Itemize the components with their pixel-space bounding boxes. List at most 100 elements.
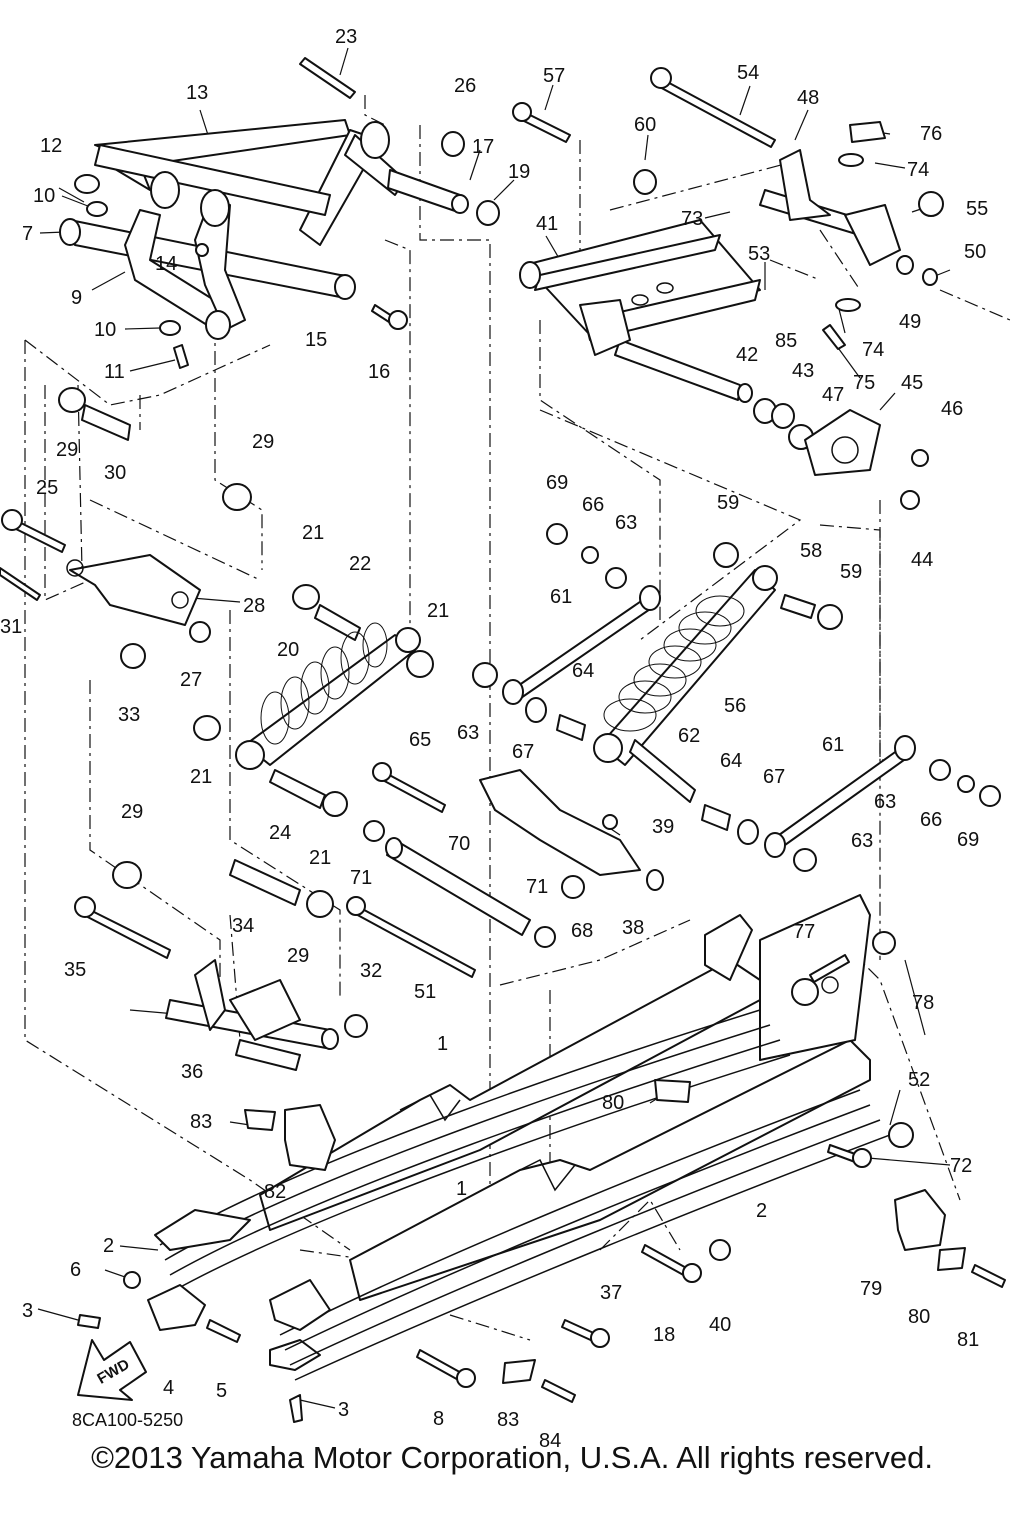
callout-28: 28 bbox=[243, 595, 265, 617]
rear-pivot-arm-assembly bbox=[59, 57, 500, 369]
callout-67: 67 bbox=[512, 741, 534, 763]
callout-42: 42 bbox=[736, 344, 758, 366]
callout-71: 71 bbox=[526, 876, 548, 898]
rear-arm-assembly bbox=[512, 67, 944, 510]
callout-56: 56 bbox=[724, 695, 746, 717]
callout-3: 3 bbox=[22, 1300, 33, 1322]
callout-10: 10 bbox=[33, 185, 55, 207]
callout-59: 59 bbox=[717, 492, 739, 514]
callout-32: 32 bbox=[360, 960, 382, 982]
callout-62: 62 bbox=[678, 725, 700, 747]
callout-65: 65 bbox=[409, 729, 431, 751]
callout-60: 60 bbox=[634, 114, 656, 136]
callout-41: 41 bbox=[536, 213, 558, 235]
callout-61: 61 bbox=[822, 734, 844, 756]
callout-21: 21 bbox=[427, 600, 449, 622]
callout-63: 63 bbox=[457, 722, 479, 744]
callout-70: 70 bbox=[448, 833, 470, 855]
callout-29: 29 bbox=[56, 439, 78, 461]
callout-24: 24 bbox=[269, 822, 291, 844]
callout-2: 2 bbox=[756, 1200, 767, 1222]
callout-63: 63 bbox=[615, 512, 637, 534]
callout-23: 23 bbox=[335, 26, 357, 48]
callout-19: 19 bbox=[508, 161, 530, 183]
callout-5: 5 bbox=[216, 1380, 227, 1402]
callout-66: 66 bbox=[920, 809, 942, 831]
rear-shock-absorber bbox=[346, 523, 1001, 978]
callout-35: 35 bbox=[64, 959, 86, 981]
callout-30: 30 bbox=[104, 462, 126, 484]
callout-69: 69 bbox=[546, 472, 568, 494]
callout-77: 77 bbox=[793, 921, 815, 943]
callout-44: 44 bbox=[911, 549, 933, 571]
callout-48: 48 bbox=[797, 87, 819, 109]
callout-31: 31 bbox=[0, 616, 22, 638]
callout-12: 12 bbox=[40, 135, 62, 157]
callout-76: 76 bbox=[920, 123, 942, 145]
callout-4: 4 bbox=[163, 1377, 174, 1399]
callout-21: 21 bbox=[190, 766, 212, 788]
callout-47: 47 bbox=[822, 384, 844, 406]
callout-7: 7 bbox=[22, 223, 33, 245]
callout-83: 83 bbox=[497, 1409, 519, 1431]
callout-46: 46 bbox=[941, 398, 963, 420]
callout-61: 61 bbox=[550, 586, 572, 608]
callout-68: 68 bbox=[571, 920, 593, 942]
callout-64: 64 bbox=[720, 750, 742, 772]
callout-29: 29 bbox=[287, 945, 309, 967]
callout-82: 82 bbox=[264, 1181, 286, 1203]
callout-38: 38 bbox=[622, 917, 644, 939]
callout-2: 2 bbox=[103, 1235, 114, 1257]
callout-27: 27 bbox=[180, 669, 202, 691]
callout-79: 79 bbox=[860, 1278, 882, 1300]
callout-80: 80 bbox=[908, 1306, 930, 1328]
callout-69: 69 bbox=[957, 829, 979, 851]
callout-17: 17 bbox=[472, 136, 494, 158]
callout-74: 74 bbox=[907, 159, 929, 181]
callout-14: 14 bbox=[155, 253, 177, 275]
callout-81: 81 bbox=[957, 1329, 979, 1351]
callout-83: 83 bbox=[190, 1111, 212, 1133]
callout-74: 74 bbox=[862, 339, 884, 361]
callout-63: 63 bbox=[874, 791, 896, 813]
callout-63: 63 bbox=[851, 830, 873, 852]
callout-29: 29 bbox=[121, 801, 143, 823]
callout-22: 22 bbox=[349, 553, 371, 575]
callout-78: 78 bbox=[912, 992, 934, 1014]
callout-34: 34 bbox=[232, 915, 254, 937]
front-arm-pivot bbox=[74, 859, 368, 1071]
callout-53: 53 bbox=[748, 243, 770, 265]
callout-57: 57 bbox=[543, 65, 565, 87]
callout-84: 84 bbox=[539, 1430, 561, 1452]
callout-13: 13 bbox=[186, 82, 208, 104]
callout-21: 21 bbox=[309, 847, 331, 869]
callout-18: 18 bbox=[653, 1324, 675, 1346]
callout-49: 49 bbox=[899, 311, 921, 333]
callout-6: 6 bbox=[70, 1259, 81, 1281]
callout-66: 66 bbox=[582, 494, 604, 516]
callout-39: 39 bbox=[652, 816, 674, 838]
callout-1: 1 bbox=[456, 1178, 467, 1200]
callout-64: 64 bbox=[572, 660, 594, 682]
callout-3: 3 bbox=[338, 1399, 349, 1421]
slide-rails-and-springs bbox=[77, 894, 1006, 1423]
callout-59: 59 bbox=[840, 561, 862, 583]
callout-75: 75 bbox=[853, 372, 875, 394]
copyright-notice: ©2013 Yamaha Motor Corporation, U.S.A. A… bbox=[91, 1440, 933, 1475]
callout-33: 33 bbox=[118, 704, 140, 726]
callout-72: 72 bbox=[950, 1155, 972, 1177]
callout-8: 8 bbox=[433, 1408, 444, 1430]
callout-54: 54 bbox=[737, 62, 759, 84]
callout-58: 58 bbox=[800, 540, 822, 562]
callout-29: 29 bbox=[252, 431, 274, 453]
callout-80: 80 bbox=[602, 1092, 624, 1114]
callout-10: 10 bbox=[94, 319, 116, 341]
callout-40: 40 bbox=[709, 1314, 731, 1336]
callout-67: 67 bbox=[763, 766, 785, 788]
callout-20: 20 bbox=[277, 639, 299, 661]
callout-51: 51 bbox=[414, 981, 436, 1003]
callout-11: 11 bbox=[104, 361, 125, 383]
callout-26: 26 bbox=[454, 75, 476, 97]
callout-45: 45 bbox=[901, 372, 923, 394]
